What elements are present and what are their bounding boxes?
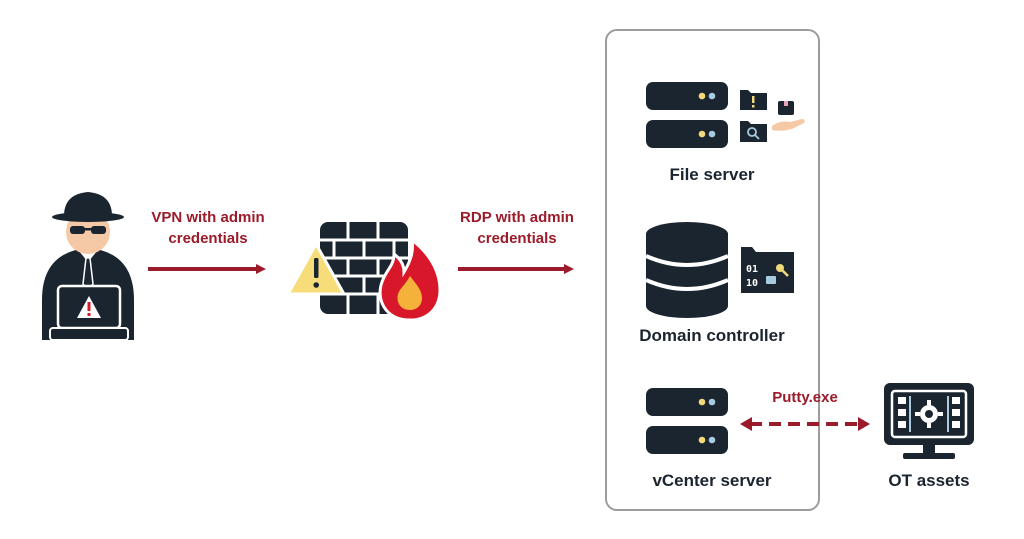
- rdp-label: RDP with admin credentials: [437, 207, 597, 249]
- database-icon: [645, 222, 729, 318]
- vcenter-server-label: vCenter server: [652, 471, 772, 490]
- file-server-label: File server: [669, 165, 755, 184]
- warning-icon: [286, 242, 346, 296]
- file-server-icon: [646, 82, 728, 148]
- rdp-label-line1: RDP with admin: [460, 209, 574, 226]
- vpn-label: VPN with admin credentials: [128, 207, 288, 249]
- server-group-box: [605, 29, 820, 511]
- svg-text:10: 10: [746, 278, 758, 289]
- vpn-label-line2: credentials: [168, 230, 248, 247]
- fire-icon: [378, 236, 442, 322]
- gear-icon: [915, 400, 943, 428]
- vpn-label-line1: VPN with admin: [151, 209, 265, 226]
- folder-key-icon: 01 10: [741, 247, 794, 293]
- folder-search-icon: [740, 121, 767, 142]
- svg-text:01: 01: [746, 264, 758, 275]
- vcenter-server-icon: [646, 388, 728, 454]
- rdp-label-line2: credentials: [477, 230, 557, 247]
- package-hand-icon: [772, 101, 805, 131]
- domain-controller-label: Domain controller: [639, 326, 785, 345]
- hacker-icon: [42, 192, 134, 341]
- putty-label: Putty.exe: [772, 389, 838, 406]
- ot-assets-label: OT assets: [888, 471, 970, 490]
- folder-alert-icon: [740, 90, 767, 110]
- putty-arrow: [740, 417, 870, 431]
